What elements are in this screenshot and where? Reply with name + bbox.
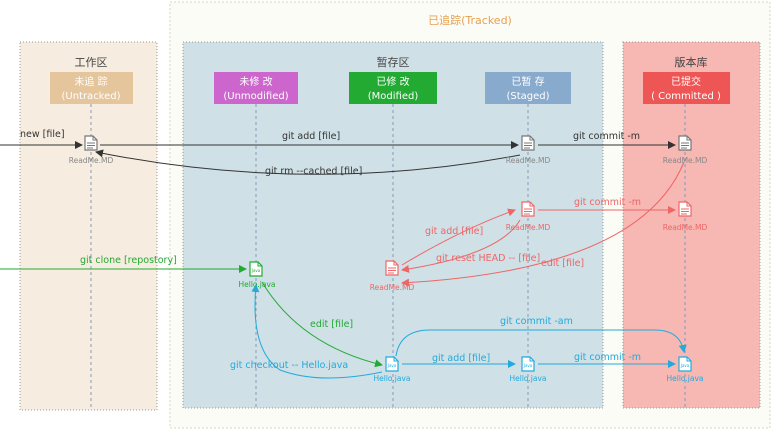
- readme-committed-label: ReadMe.MD: [663, 156, 708, 165]
- readme-staged-red-label: ReadMe.MD: [506, 223, 551, 232]
- readme-committed-red-label: ReadMe.MD: [663, 223, 708, 232]
- readme-committed-red-icon: [678, 201, 692, 217]
- label-edit-1: edit [file]: [541, 258, 584, 269]
- label-git-add-3: git add [file]: [432, 353, 490, 364]
- svg-text:未修 改: 未修 改: [239, 75, 272, 88]
- hello-modified-label: Hello.java: [374, 374, 411, 383]
- hello-staged-label: Hello.java: [510, 374, 547, 383]
- state-staged: 已暂 存 (Staged): [485, 72, 571, 104]
- readme-staged-label: ReadMe.MD: [506, 156, 551, 165]
- svg-text:已提交: 已提交: [671, 75, 701, 88]
- hello-committed-icon: [678, 356, 692, 372]
- readme-staged-red-icon: [521, 201, 535, 217]
- hello-staged-icon: [521, 356, 535, 372]
- label-git-checkout: git checkout -- Hello.java: [230, 360, 348, 371]
- svg-text:(Unmodified): (Unmodified): [223, 91, 288, 102]
- green-flow: [0, 265, 383, 368]
- red-flow: [401, 161, 685, 287]
- readme-committed-icon: [678, 135, 692, 151]
- label-git-commit-am: git commit -am: [500, 316, 573, 327]
- hello-unmodified-label: Hello.java: [239, 280, 276, 289]
- label-git-reset: git reset HEAD -- [file]: [436, 253, 540, 264]
- label-git-commit-2: git commit -m: [574, 197, 641, 208]
- black-flow: [0, 141, 676, 175]
- label-git-add-2: git add [file]: [425, 226, 483, 237]
- label-edit-2: edit [file]: [310, 319, 353, 330]
- hello-unmodified-icon: [249, 261, 263, 277]
- state-committed: 已提交 ( Committed ): [643, 72, 730, 104]
- repo-title: 版本库: [675, 55, 708, 69]
- tracked-title: 已追踪(Tracked): [428, 13, 512, 27]
- workspace-title: 工作区: [75, 56, 108, 69]
- state-unmodified: 未修 改 (Unmodified): [214, 72, 298, 104]
- svg-text:未追 踪: 未追 踪: [74, 75, 107, 88]
- label-git-commit-3: git commit -m: [574, 352, 641, 363]
- svg-text:(Modified): (Modified): [368, 91, 419, 102]
- svg-text:( Committed ): ( Committed ): [651, 91, 721, 102]
- svg-text:已暂 存: 已暂 存: [511, 75, 544, 88]
- svg-text:(Untracked): (Untracked): [61, 91, 120, 102]
- state-modified: 已修 改 (Modified): [349, 72, 437, 104]
- readme-modified-red-label: ReadMe.MD: [370, 283, 415, 292]
- label-git-clone: git clone [repostory]: [80, 255, 177, 266]
- state-untracked: 未追 踪 (Untracked): [50, 72, 133, 104]
- label-git-add-1: git add [file]: [282, 131, 340, 142]
- hello-modified-icon: [385, 356, 399, 372]
- svg-text:(Staged): (Staged): [506, 91, 549, 102]
- svg-text:已修 改: 已修 改: [376, 75, 409, 88]
- label-git-rm-cached: git rm --cached [file]: [265, 166, 362, 177]
- label-new-file: new [file]: [20, 129, 65, 140]
- readme-staged-icon: [521, 135, 535, 151]
- stage-title: 暂存区: [377, 55, 410, 69]
- label-git-commit-1: git commit -m: [573, 131, 640, 142]
- readme-untracked-label: ReadMe.MD: [69, 156, 114, 165]
- hello-committed-label: Hello.java: [667, 374, 704, 383]
- blue-flow: [251, 284, 687, 379]
- readme-modified-red-icon: [385, 260, 399, 276]
- readme-untracked-icon: [84, 135, 98, 151]
